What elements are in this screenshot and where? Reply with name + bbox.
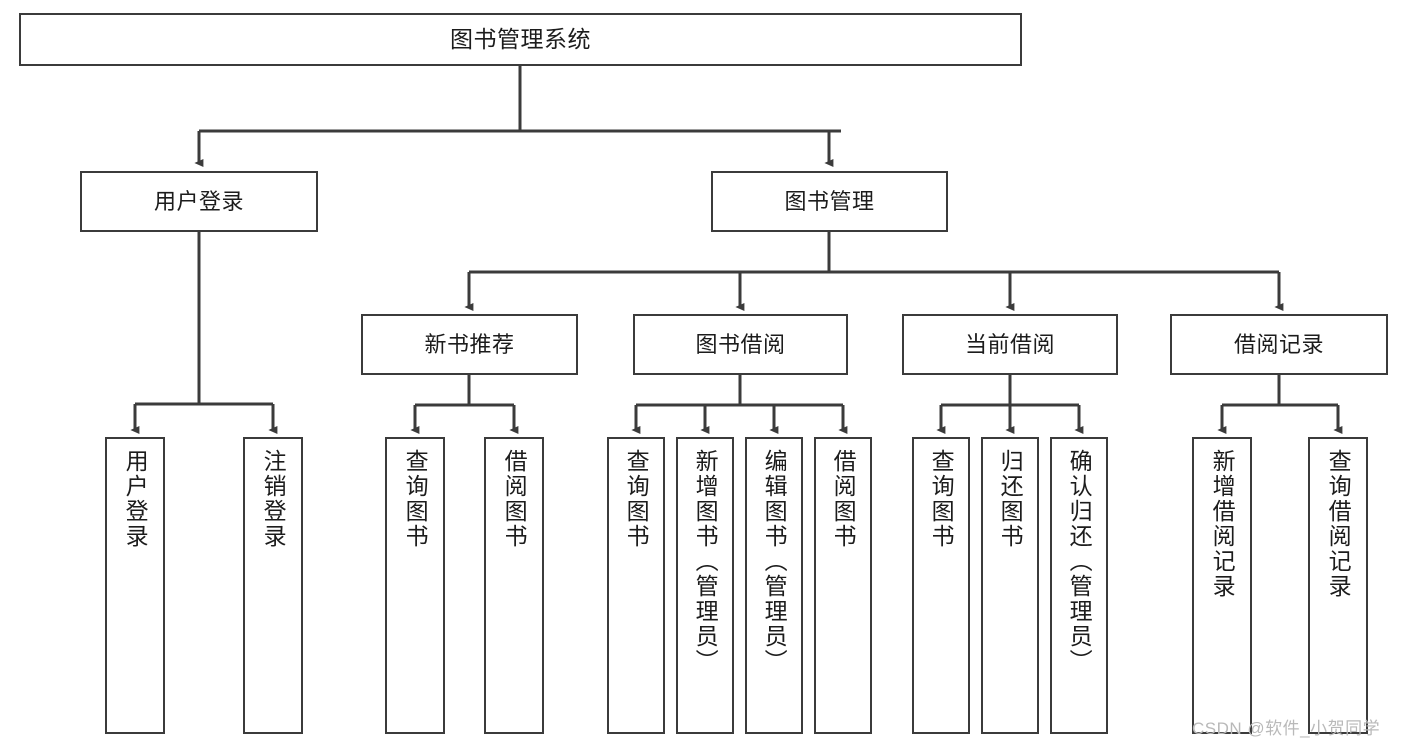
node-new-book-recommend[interactable]: 新书推荐 [361, 314, 578, 375]
node-label: 用户登录 [153, 188, 244, 214]
node-book-manage[interactable]: 图书管理 [711, 171, 948, 232]
node-leaf-edit-book[interactable]: 编辑图书（管理员） [745, 437, 803, 734]
node-label: 当前借阅 [964, 331, 1055, 357]
node-label: 查询借阅记录 [1325, 449, 1352, 599]
node-leaf-add-book[interactable]: 新增图书（管理员） [676, 437, 734, 734]
node-label: 借阅记录 [1233, 331, 1324, 357]
node-leaf-query-borrow-record[interactable]: 查询借阅记录 [1308, 437, 1368, 734]
node-label: 图书管理系统 [450, 25, 591, 52]
node-label: 查询图书 [402, 449, 429, 549]
csdn-watermark: CSDN @软件_小贺同学 [1192, 719, 1381, 738]
node-leaf-logout[interactable]: 注销登录 [243, 437, 303, 734]
node-label: 查询图书 [928, 449, 955, 549]
node-label: 新增图书（管理员） [692, 449, 719, 674]
node-leaf-add-borrow-record[interactable]: 新增借阅记录 [1192, 437, 1252, 734]
node-leaf-borrow-query-book[interactable]: 查询图书 [607, 437, 665, 734]
node-current-borrow[interactable]: 当前借阅 [902, 314, 1118, 375]
node-leaf-recommend-query-book[interactable]: 查询图书 [385, 437, 445, 734]
node-label: 图书管理 [784, 188, 875, 214]
node-leaf-confirm-return[interactable]: 确认归还（管理员） [1050, 437, 1108, 734]
node-leaf-recommend-borrow-book[interactable]: 借阅图书 [484, 437, 544, 734]
node-label: 图书借阅 [695, 331, 786, 357]
node-label: 编辑图书（管理员） [761, 449, 788, 674]
node-label: 注销登录 [260, 449, 287, 549]
node-root-system[interactable]: 图书管理系统 [19, 13, 1022, 66]
node-leaf-user-login[interactable]: 用户登录 [105, 437, 165, 734]
node-label: 新增借阅记录 [1209, 449, 1236, 599]
node-user-login[interactable]: 用户登录 [80, 171, 318, 232]
node-label: 借阅图书 [830, 449, 857, 549]
node-leaf-borrow-book[interactable]: 借阅图书 [814, 437, 872, 734]
node-label: 确认归还（管理员） [1066, 449, 1093, 674]
node-label: 查询图书 [623, 449, 650, 549]
node-leaf-return-book[interactable]: 归还图书 [981, 437, 1039, 734]
node-leaf-current-query-book[interactable]: 查询图书 [912, 437, 970, 734]
node-label: 归还图书 [997, 449, 1024, 549]
node-label: 借阅图书 [501, 449, 528, 549]
node-book-borrow[interactable]: 图书借阅 [633, 314, 848, 375]
node-borrow-record[interactable]: 借阅记录 [1170, 314, 1388, 375]
node-label: 新书推荐 [424, 331, 515, 357]
node-label: 用户登录 [122, 449, 149, 549]
